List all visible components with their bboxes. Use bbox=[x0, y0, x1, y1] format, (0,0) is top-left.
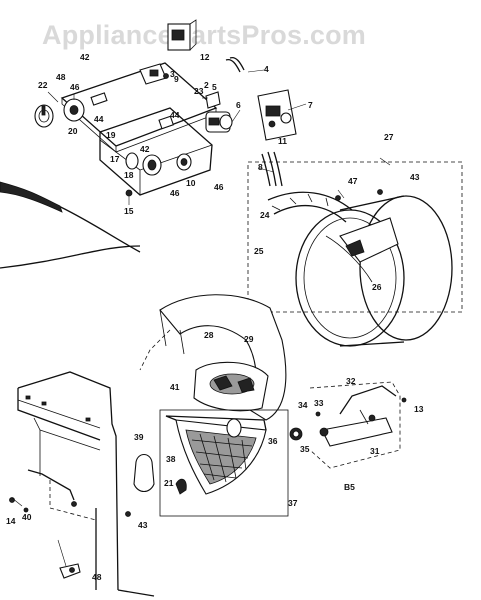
callout-13: 13 bbox=[414, 404, 424, 414]
callout-37: 37 bbox=[288, 498, 298, 508]
callout-40: 40 bbox=[22, 512, 32, 522]
callout-labels: 2 3 4 5 6 7 8 9 10 11 12 13 14 15 17 18 … bbox=[6, 52, 424, 582]
callout-12: 12 bbox=[200, 52, 210, 62]
callout-8: 8 bbox=[258, 162, 263, 172]
callout-19: 19 bbox=[106, 130, 116, 140]
callout-24: 24 bbox=[260, 210, 270, 220]
lint-filter-assembly bbox=[159, 409, 289, 517]
callout-11: 11 bbox=[278, 136, 287, 146]
callout-10: 10 bbox=[186, 178, 196, 188]
callout-9: 9 bbox=[174, 74, 179, 84]
switch-component bbox=[139, 63, 169, 85]
callout-3: 3 bbox=[170, 69, 175, 79]
callout-29: 29 bbox=[244, 334, 254, 344]
callout-23: 23 bbox=[194, 86, 204, 96]
callout-25: 25 bbox=[254, 246, 264, 256]
timer-knob bbox=[34, 104, 54, 128]
drum-assembly bbox=[247, 161, 463, 347]
thermostat-block bbox=[257, 89, 297, 141]
front-bulkhead bbox=[159, 294, 287, 421]
callout-5: 5 bbox=[212, 82, 217, 92]
callout-2: 2 bbox=[204, 80, 209, 90]
idler-assembly bbox=[289, 381, 407, 469]
callout-46-top: 46 bbox=[70, 82, 80, 92]
callout-26: 26 bbox=[372, 282, 382, 292]
callout-44-left: 44 bbox=[94, 114, 104, 124]
callout-35: 35 bbox=[300, 444, 310, 454]
callout-33: 33 bbox=[314, 398, 324, 408]
callout-43-drum: 43 bbox=[410, 172, 420, 182]
front-panel bbox=[17, 371, 155, 597]
callout-46-bottom: 46 bbox=[170, 188, 180, 198]
callout-39: 39 bbox=[134, 432, 144, 442]
control-panel-assembly bbox=[34, 62, 218, 205]
callout-48-bottom: 48 bbox=[92, 572, 102, 582]
callout-18: 18 bbox=[124, 170, 134, 180]
timer-dial bbox=[63, 98, 85, 122]
callout-15: 15 bbox=[124, 206, 134, 216]
callout-34: 34 bbox=[298, 400, 308, 410]
callout-36: 36 bbox=[268, 436, 278, 446]
callout-21: 21 bbox=[164, 478, 174, 488]
callout-6: 6 bbox=[236, 100, 241, 110]
callout-28: 28 bbox=[204, 330, 214, 340]
callout-27: 27 bbox=[384, 132, 394, 142]
diagram-code: B5 bbox=[344, 482, 355, 492]
callout-43-lower: 43 bbox=[138, 520, 148, 530]
callout-31: 31 bbox=[370, 446, 380, 456]
callout-7: 7 bbox=[308, 100, 313, 110]
start-switch bbox=[205, 111, 233, 133]
callout-41: 41 bbox=[170, 382, 180, 392]
callout-32: 32 bbox=[346, 376, 356, 386]
callout-14: 14 bbox=[6, 516, 16, 526]
callout-44-right: 44 bbox=[170, 110, 180, 120]
callout-42-mid: 42 bbox=[140, 144, 150, 154]
callout-47: 47 bbox=[348, 176, 358, 186]
leader-lines bbox=[11, 69, 391, 567]
callout-42-top: 42 bbox=[80, 52, 90, 62]
callout-4: 4 bbox=[264, 64, 269, 74]
selector-knob bbox=[125, 152, 192, 176]
callout-48-top: 48 bbox=[56, 72, 66, 82]
terminal-block bbox=[167, 19, 197, 51]
callout-17: 17 bbox=[110, 154, 120, 164]
watermark-text: AppliancePartsPros.com bbox=[42, 20, 366, 50]
callout-38: 38 bbox=[166, 454, 176, 464]
callout-20: 20 bbox=[68, 126, 78, 136]
callout-22: 22 bbox=[38, 80, 48, 90]
callout-46-right: 46 bbox=[214, 182, 224, 192]
